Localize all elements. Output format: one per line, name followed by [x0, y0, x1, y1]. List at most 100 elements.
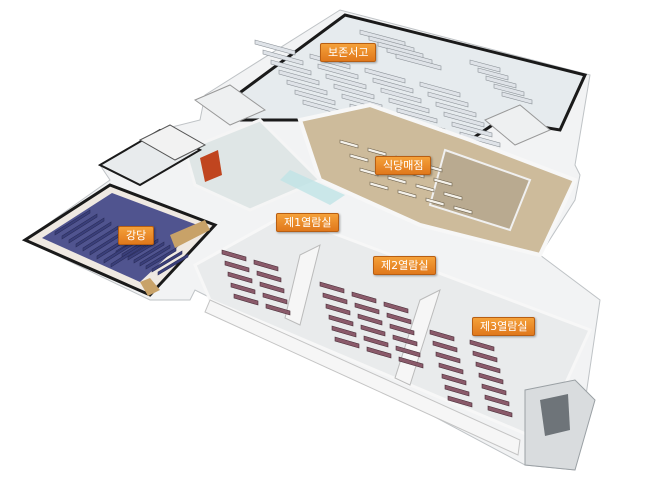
storage-shelf	[427, 91, 469, 108]
reading-desk	[386, 312, 412, 325]
auditorium-seat-row	[151, 250, 183, 273]
reading-desk	[432, 340, 458, 353]
storage-shelf	[493, 83, 525, 97]
reading-desk	[389, 323, 415, 336]
cafeteria-table	[433, 177, 453, 187]
label-reading-1: 제1열람실	[276, 213, 340, 232]
auditorium-seat-row	[145, 247, 177, 270]
reading-desk	[354, 302, 380, 315]
reading-desks	[221, 249, 513, 418]
reading-desk	[360, 324, 386, 337]
cafeteria-table	[453, 205, 473, 215]
storage-room	[228, 13, 588, 158]
auditorium-seat-row	[61, 213, 98, 240]
cafeteria-table	[339, 139, 359, 149]
reading-desk	[265, 303, 291, 316]
reading-desk	[221, 249, 247, 262]
reading-desk	[472, 350, 498, 363]
lobby	[183, 118, 345, 212]
reading-desk	[363, 335, 389, 348]
cafeteria-table	[369, 181, 389, 191]
storage-shelf	[278, 69, 320, 86]
reading-desk	[334, 336, 360, 349]
reading-desk	[481, 383, 507, 396]
reading-desk	[227, 271, 253, 284]
storage-shelf	[451, 121, 493, 138]
storage-shelf	[262, 49, 304, 66]
cafeteria-room	[297, 102, 578, 258]
auditorium-seat-row	[68, 217, 105, 244]
storage-shelf	[333, 83, 375, 100]
cafeteria-table	[387, 175, 407, 185]
storage-shelf	[372, 77, 414, 94]
cafeteria-table	[349, 153, 369, 163]
storage-shelf	[435, 101, 477, 118]
label-reading-2: 제2열람실	[373, 256, 437, 275]
cafeteria-table	[359, 167, 379, 177]
reading-desk	[224, 260, 250, 273]
reading-desk	[475, 361, 501, 374]
reading-desk	[253, 259, 279, 272]
storage-shelf	[485, 75, 517, 89]
reading-desk	[429, 329, 455, 342]
reading-desk	[322, 292, 348, 305]
storage-shelf	[364, 67, 406, 84]
reading-desk	[259, 281, 285, 294]
storage-shelf	[294, 89, 336, 106]
auditorium-seat-row	[157, 253, 189, 276]
reading-desk	[487, 405, 513, 418]
label-reading-3: 제3열람실	[472, 317, 536, 336]
reading-desk	[395, 345, 421, 358]
cafeteria-table	[415, 183, 435, 193]
reading-desk	[469, 339, 495, 352]
reading-desk	[351, 291, 377, 304]
reading-desk	[441, 373, 467, 386]
storage-shelf	[501, 91, 533, 105]
storage-shelf	[396, 107, 438, 124]
storage-shelf	[270, 59, 312, 76]
reading-desk	[435, 351, 461, 364]
auditorium-seat-row	[110, 241, 147, 268]
label-auditorium: 강당	[118, 226, 155, 245]
reading-desk	[484, 394, 510, 407]
reading-desk	[392, 334, 418, 347]
auditorium-seat-row	[133, 241, 165, 264]
storage-shelf	[469, 59, 501, 73]
service-rooms	[97, 84, 551, 187]
reading-desk	[230, 282, 256, 295]
storage-shelf	[477, 67, 509, 81]
storage-shelf	[443, 111, 485, 128]
storage-shelf	[380, 87, 422, 104]
cafeteria-table	[443, 191, 463, 201]
auditorium-seat-row	[54, 209, 91, 236]
auditorium-seat-row	[139, 244, 171, 267]
storage-shelf	[286, 79, 328, 96]
storage-shelf	[254, 39, 296, 56]
reading-desk	[357, 313, 383, 326]
reading-desk	[328, 314, 354, 327]
reading-desk	[438, 362, 464, 375]
storage-shelf	[325, 73, 367, 90]
storage-shelf	[388, 97, 430, 114]
reading-desk	[256, 270, 282, 283]
reading-desk	[398, 356, 424, 369]
reading-desk	[366, 346, 392, 359]
storage-shelf	[317, 63, 359, 80]
cafeteria-table	[397, 189, 417, 199]
cafeteria-table	[425, 197, 445, 207]
reading-desk	[383, 301, 409, 314]
reading-desk	[233, 293, 259, 306]
auditorium-seat-row	[75, 221, 112, 248]
stair-tower	[524, 379, 596, 471]
reading-desk	[331, 325, 357, 338]
reading-rooms	[193, 213, 593, 456]
reading-desk	[444, 384, 470, 397]
label-storage: 보존서고	[320, 43, 377, 62]
label-cafeteria: 식당매점	[375, 156, 432, 175]
reading-desk	[478, 372, 504, 385]
reading-desk	[319, 281, 345, 294]
reading-desk	[447, 395, 473, 408]
reading-desk	[325, 303, 351, 316]
